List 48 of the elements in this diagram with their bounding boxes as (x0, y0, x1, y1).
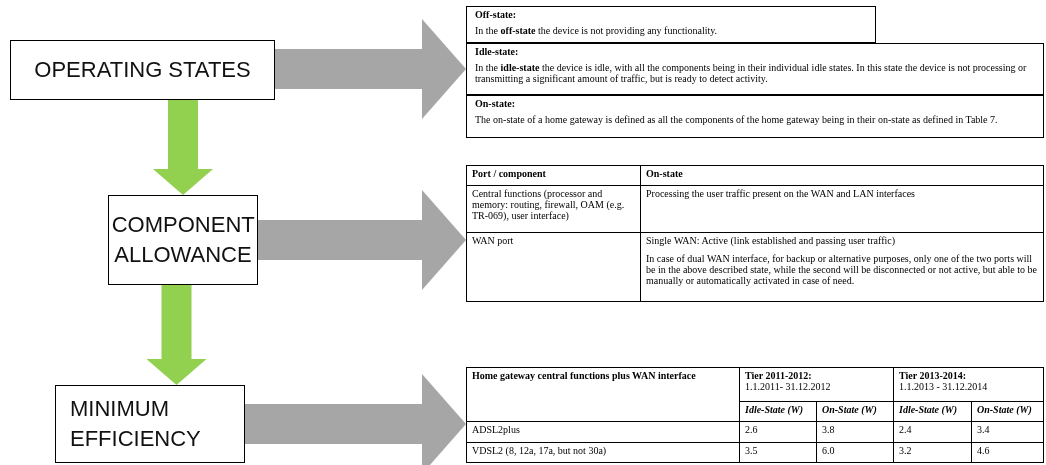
paragraph: The on-state of a home gateway is defined as all the components of the home gateway being in their on-state as defined in Table 7. (475, 114, 999, 126)
paragraph: In the idle-state the device is idle, with all the components being in their individual idle states. In this state the device is not processing or transmitting a significant amount of traffic, but is ready to detect activity. (475, 62, 1028, 85)
paragraph: Single WAN: Active (link established and passing user traffic) (646, 235, 897, 247)
definition-box (466, 95, 1044, 138)
table-cell: 3.2 (893, 442, 972, 463)
stage-label: MINIMUM EFFICIENCY (70, 395, 202, 453)
definition-box (466, 43, 1044, 95)
data-table (466, 367, 1044, 463)
stage-box (108, 195, 258, 285)
data-table (466, 165, 1044, 302)
table-cell: Central functions (processor and memory: routing, firewall, OAM (e.g. TR-069), user interface) (466, 185, 641, 233)
table-cell: 3.4 (971, 422, 1044, 443)
table-cell: Processing the user traffic present on the WAN and LAN interfaces (640, 185, 1044, 233)
column-header: Idle-State (W) (893, 401, 972, 422)
block-arrow (153, 100, 213, 195)
column-header: Idle-State (W) (739, 401, 817, 422)
table-cell: 3.8 (816, 422, 894, 443)
date-range: 1.1.2011- 31.12.2012 (745, 381, 832, 393)
table-cell: 4.6 (971, 442, 1044, 463)
block-arrow (146, 285, 207, 385)
box-heading: Idle-state: (475, 46, 520, 58)
paragraph: In case of dual WAN interface, for backup or alternative purposes, only one of the two ports will be in the above described state, while the second will be disconnected or not active, but able to be manually or automatically activated in case of need. (646, 252, 1038, 287)
column-header: Tier 2011-2012: (745, 370, 813, 382)
date-range: 1.1.2013 - 31.12.2014 (899, 381, 989, 393)
column-header: Tier 2013-2014: (899, 370, 968, 382)
table-cell: 2.6 (739, 422, 817, 443)
table-cell: VDSL2 (8, 12a, 17a, but not 30a) (466, 442, 740, 463)
stage-label: COMPONENT ALLOWANCE (111, 211, 255, 269)
box-heading: On-state: (475, 98, 516, 110)
column-header: Port / component (466, 165, 641, 186)
table-cell: 6.0 (816, 442, 894, 463)
stage-box (55, 385, 245, 463)
column-header: Home gateway central functions plus WAN interface (466, 367, 740, 422)
table-cell: ADSL2plus (466, 422, 740, 443)
definition-box (466, 6, 876, 43)
block-arrow (245, 374, 466, 465)
box-heading: Off-state: (475, 9, 518, 21)
block-arrow (275, 19, 466, 119)
column-header: On-State (W) (816, 401, 894, 422)
table-cell: 2.4 (893, 422, 972, 443)
stage-label: OPERATING STATES (34, 56, 251, 85)
table-cell: 3.5 (739, 442, 817, 463)
column-header: On-State (W) (971, 401, 1044, 422)
stage-box (10, 40, 275, 100)
block-arrow (258, 190, 466, 290)
table-cell: WAN port (466, 232, 641, 302)
paragraph: In the off-state the device is not providing any functionality. (475, 25, 719, 37)
column-header: On-state (640, 165, 1044, 186)
